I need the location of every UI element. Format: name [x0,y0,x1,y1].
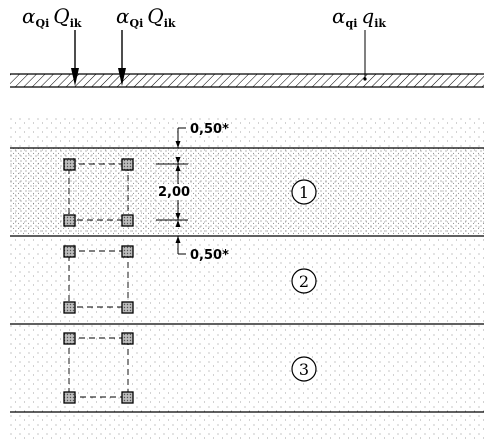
bottom-clearance-label: 0,50* [190,248,229,263]
wheel-contact-area [121,301,134,314]
wheel-contact-area [63,245,76,258]
tandem-system-lane-2 [63,245,134,314]
dimension-arrows [175,141,181,243]
load-subscript: ik [374,17,386,30]
wheel-contact-area [63,158,76,171]
wheel-contact-area [121,332,134,345]
dimension-label-bg [157,184,191,200]
wheel-contact-area [63,332,76,345]
alpha-symbol: α [116,4,130,28]
tandem-system-lane-3 [63,332,134,404]
alpha-subscript: qi [346,17,358,30]
load-subscript: ik [70,17,82,30]
load-symbol: Q [53,4,69,28]
load-symbol: Q [147,4,163,28]
wheel-contact-area [121,214,134,227]
top-clearance-label: 0,50* [190,122,229,137]
lane-number-3: 3 [291,356,317,382]
alpha-subscript: Qi [130,17,144,30]
lane-1-area [10,148,484,236]
tandem-system-lane-1 [63,158,134,227]
lane-number-1: 1 [291,179,317,205]
svg-text:3: 3 [299,360,309,379]
distributed-load-marker [363,30,367,81]
load-symbol: q [361,4,374,28]
svg-text:1: 1 [299,183,309,202]
wheel-contact-area [63,301,76,314]
wheel-contact-area [121,158,134,171]
alpha-symbol: α [22,4,36,28]
load-subscript: ik [164,17,176,30]
alpha-symbol: α [332,4,346,28]
wheel-contact-area [63,391,76,404]
alpha-subscript: Qi [36,17,50,30]
lane-boundaries [10,147,484,413]
wheel-contact-area [121,245,134,258]
axle-spacing-label: 2,00 [158,185,190,200]
wheel-contact-area [121,391,134,404]
deck-elevation [10,73,484,88]
svg-text:2: 2 [299,272,309,291]
lane-number-2: 2 [291,268,317,294]
wheel-contact-area [63,214,76,227]
